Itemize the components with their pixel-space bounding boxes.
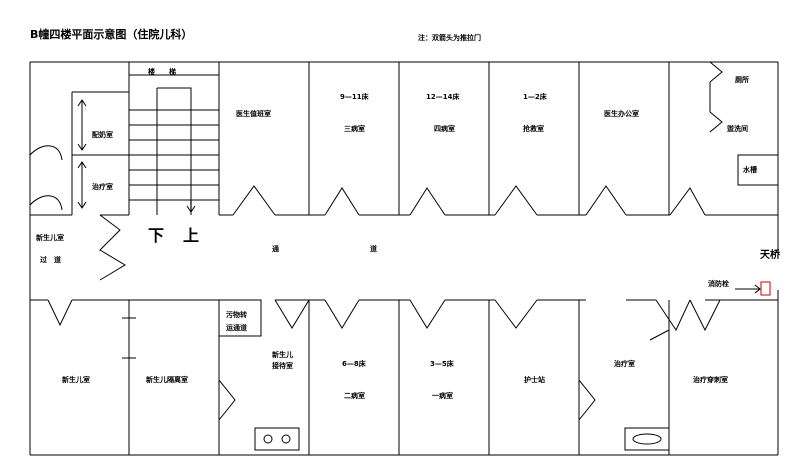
label-doctor-office: 医生办公室 (604, 109, 639, 118)
label-rescue-beds: 1—2床 (523, 92, 548, 101)
label-stair-up: 上 (183, 226, 199, 245)
label-hydrant: 消防栓 (708, 279, 729, 288)
label-rescue: 抢救室 (523, 124, 544, 133)
tub-fixture (624, 427, 670, 451)
label-nurse-station: 护士站 (524, 375, 545, 384)
label-stairs: 楼 梯 (148, 67, 176, 76)
label-doctor-duty: 医生值班室 (236, 109, 271, 118)
door-rescue (494, 185, 538, 216)
label-bridge: 天桥 (760, 248, 781, 261)
label-washroom: 盥洗间 (727, 124, 748, 133)
label-dirty-transport-2: 运通道 (226, 323, 247, 332)
label-dirty-transport-1: 污物转 (226, 310, 247, 319)
label-water-tank: 水槽 (743, 165, 757, 174)
label-stair-down: 下 (148, 226, 164, 245)
door-washroom (669, 187, 706, 216)
legend-note: 注：双箭头为推拉门 (418, 33, 481, 42)
label-treatment-left: 治疗室 (92, 182, 113, 191)
sink-fixture (254, 427, 300, 451)
label-toilet: 厕所 (735, 75, 749, 84)
hydrant-box (760, 281, 771, 296)
door-room3 (324, 187, 360, 216)
dirty-transport-box (218, 299, 262, 337)
label-room2-beds: 6—8床 (342, 359, 367, 368)
label-room3-beds: 9—11床 (340, 92, 370, 101)
label-room4: 四病室 (434, 124, 455, 133)
label-room1: 一病室 (432, 391, 453, 400)
label-puncture-room: 治疗穿刺室 (693, 375, 728, 384)
label-room3: 三病室 (344, 124, 365, 133)
label-newborn-passage-2: 过 道 (40, 255, 61, 264)
label-newborn-isolation: 新生儿隔离室 (146, 375, 188, 384)
label-milk-room: 配奶室 (92, 130, 113, 139)
label-newborn-reception-1: 新生儿 (272, 350, 293, 359)
label-room4-beds: 12—14床 (426, 92, 460, 101)
label-newborn-passage-1: 新生儿室 (36, 233, 64, 242)
label-corridor-2: 道 (370, 244, 377, 253)
page-title: B幢四楼平面示意图（住院儿科） (30, 27, 192, 41)
door-room4 (409, 187, 446, 216)
label-room2: 二病室 (344, 391, 365, 400)
door-doctor-duty (232, 185, 276, 216)
label-newborn-reception-2: 接待室 (272, 361, 293, 370)
label-corridor-1: 通 (272, 244, 280, 253)
label-newborn-room: 新生儿室 (62, 375, 90, 384)
label-treatment-right: 治疗室 (614, 359, 635, 368)
water-tank-box (737, 154, 779, 186)
door-doctor-office (585, 185, 627, 216)
label-room1-beds: 3—5床 (430, 359, 455, 368)
